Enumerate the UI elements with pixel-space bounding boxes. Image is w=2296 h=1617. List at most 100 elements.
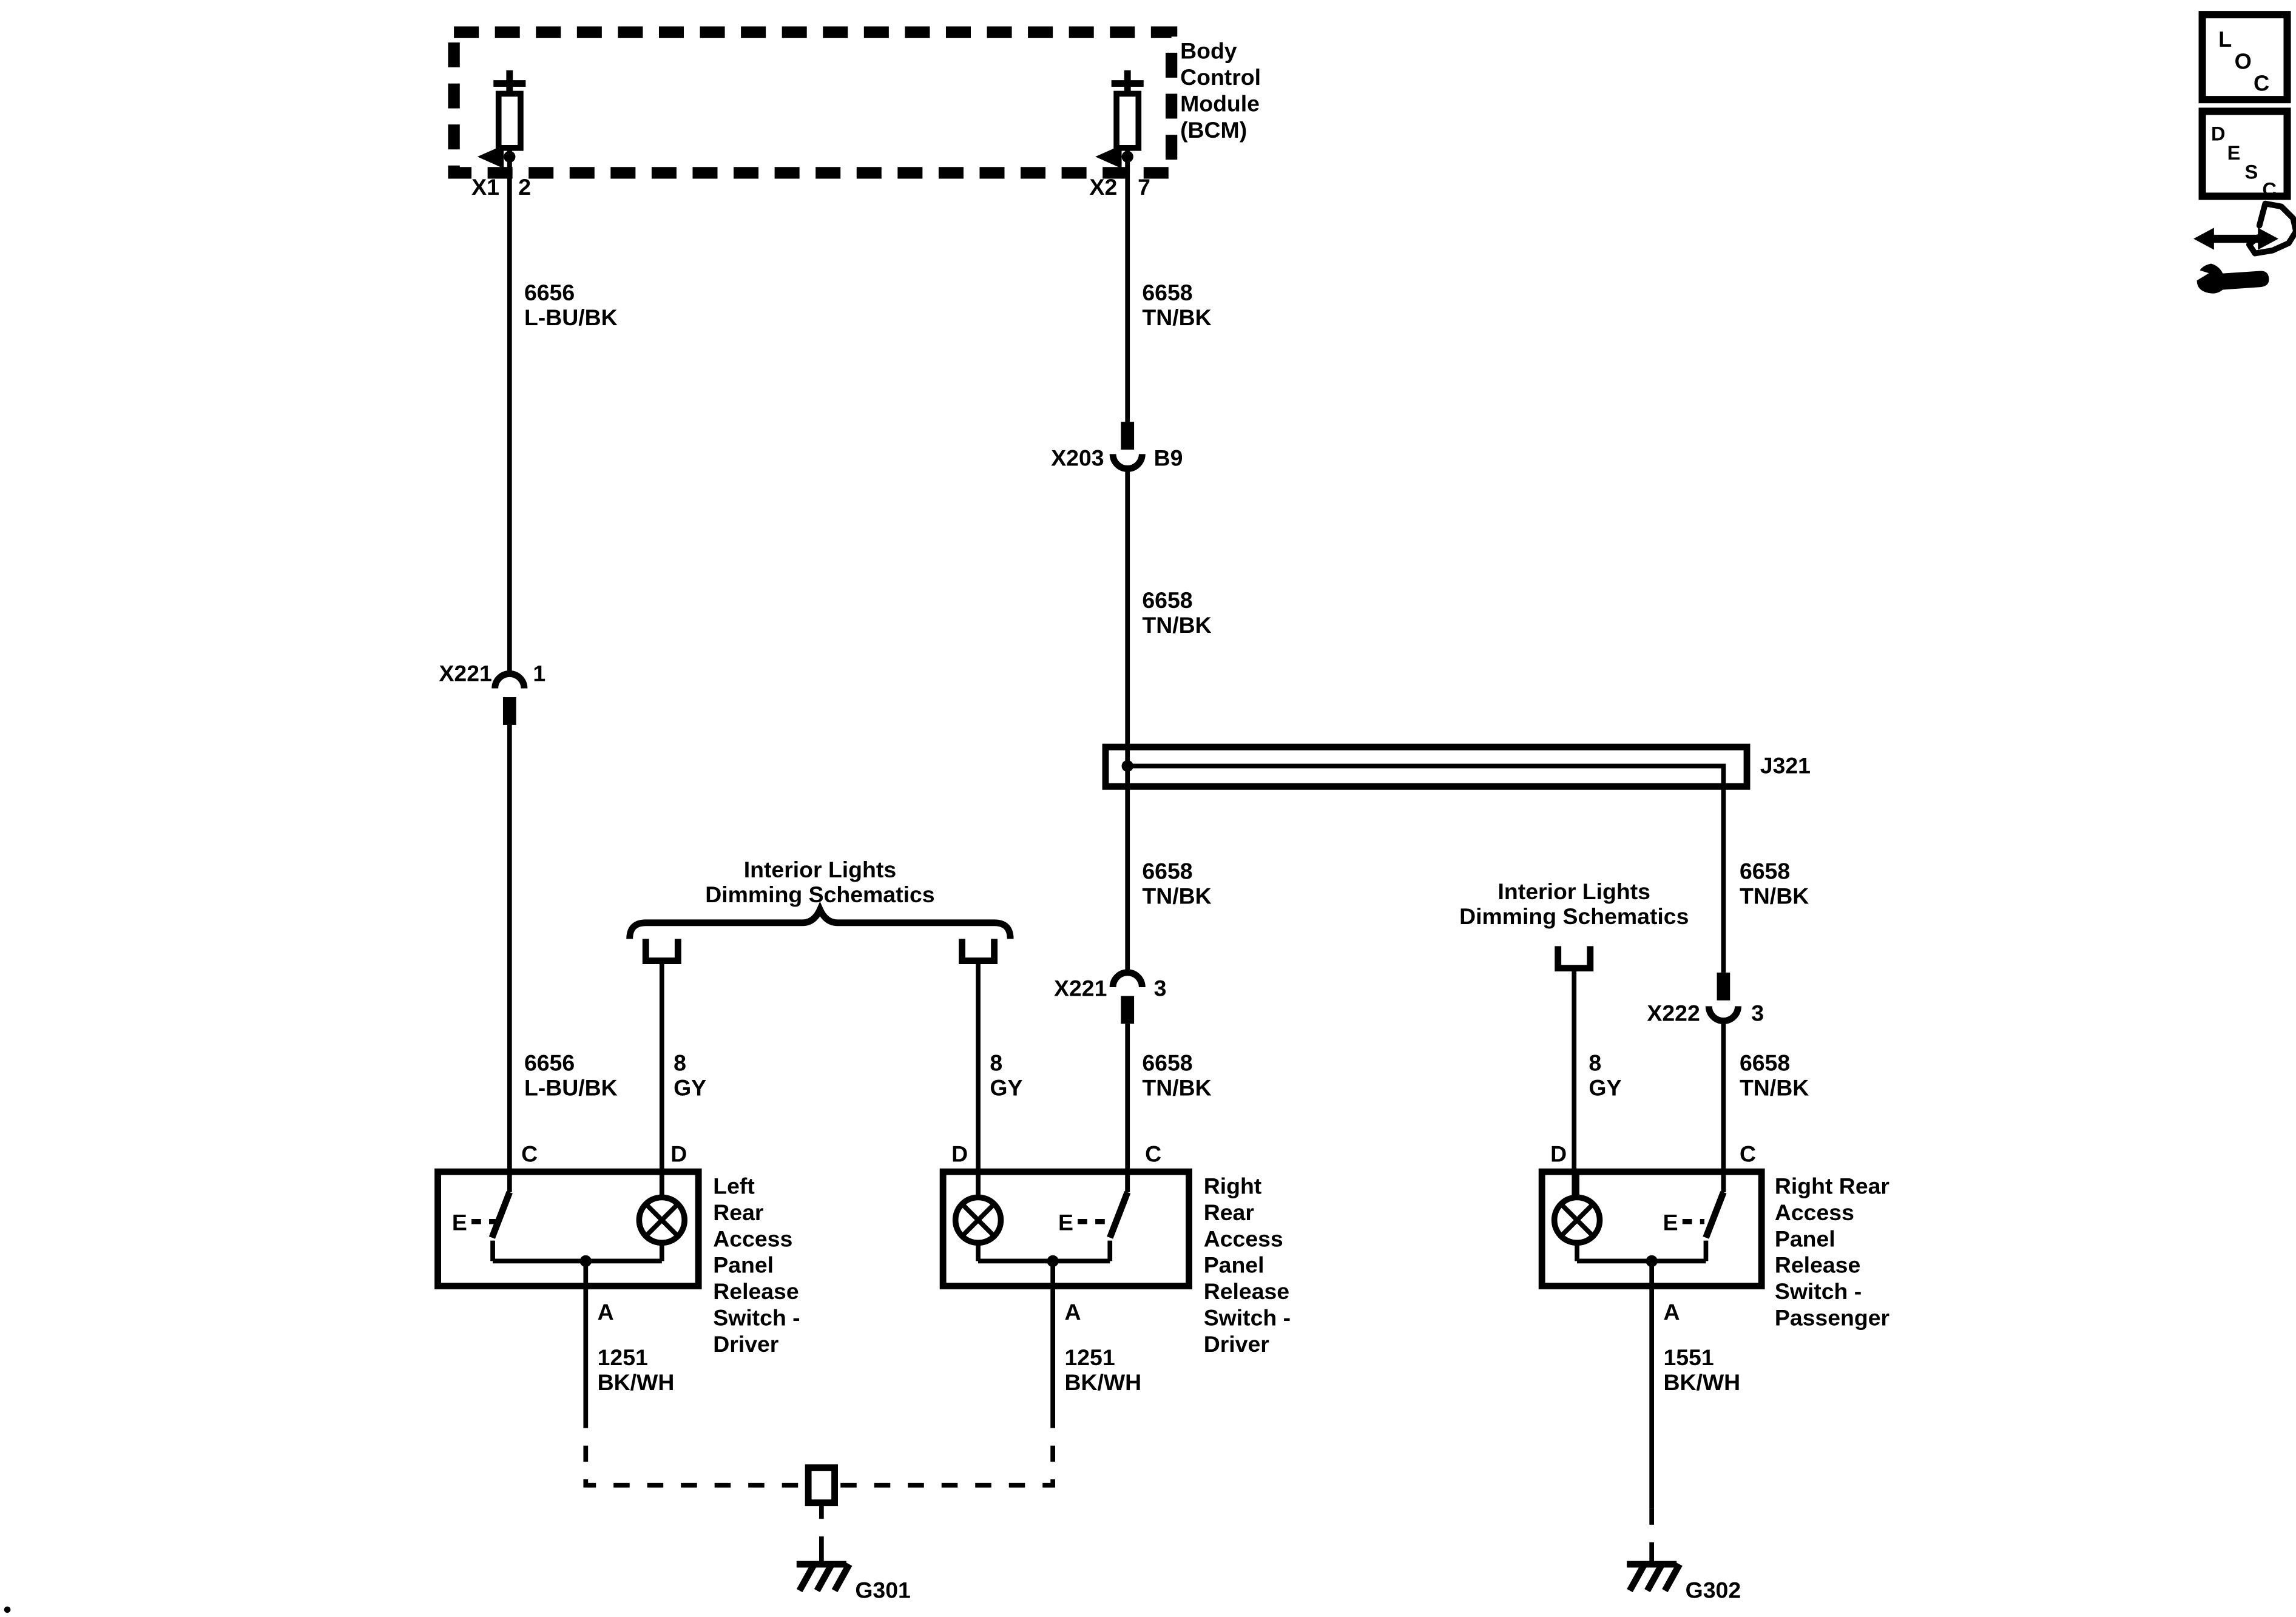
wire-label-6658-circuit-6: 6658 bbox=[1740, 1050, 1790, 1076]
ground-g301-label: G301 bbox=[855, 1578, 911, 1603]
connector-x221-cavity-1: 1 bbox=[533, 660, 545, 686]
ground-circuit-g302: A 1551 BK/WH G302 bbox=[1627, 1286, 1741, 1603]
inline-connector-x221-3: X221 3 bbox=[1054, 969, 1167, 1024]
wire-label-8-circuit-3: 8 bbox=[1589, 1050, 1601, 1076]
bcm-output-driver-left bbox=[477, 70, 526, 173]
indicator-lamp-icon bbox=[1551, 1172, 1603, 1261]
connector-x221-label-2: X221 bbox=[1054, 975, 1107, 1001]
svg-text:Access: Access bbox=[713, 1226, 792, 1251]
wire-label-6656-color-2: L-BU/BK bbox=[524, 1075, 618, 1101]
loc-letter-o: O bbox=[2235, 49, 2252, 73]
connector-x221-cavity-3: 3 bbox=[1154, 975, 1167, 1001]
manual-actuator-e: E bbox=[1663, 1210, 1678, 1235]
desc-letter-d: D bbox=[2211, 123, 2226, 145]
note-line1: Interior Lights bbox=[744, 857, 896, 882]
wire-label-6658-circuit-2: 6658 bbox=[1142, 587, 1192, 613]
dimming-schematics-note-right: Interior Lights Dimming Schematics bbox=[1459, 879, 1689, 972]
note-line1: Interior Lights bbox=[1498, 879, 1650, 904]
terminal-c-mid: C bbox=[1145, 1141, 1161, 1166]
svg-text:Access: Access bbox=[1775, 1200, 1854, 1225]
connector-x203-cavity: B9 bbox=[1154, 445, 1183, 471]
wire-label-8-color-3: GY bbox=[1589, 1075, 1621, 1101]
wire-label-6658-color-5: TN/BK bbox=[1142, 1075, 1211, 1101]
loc-letter-l: L bbox=[2218, 27, 2232, 52]
page-artifact-dot bbox=[4, 1606, 11, 1613]
svg-text:Access: Access bbox=[1204, 1226, 1283, 1251]
desc-button[interactable]: D E S C bbox=[2198, 107, 2291, 200]
wire-label-6658-color-3: TN/BK bbox=[1142, 883, 1211, 908]
ground-circuit-g301: A 1251 BK/WH A 1251 BK/WH G301 bbox=[583, 1286, 1141, 1603]
svg-text:Release: Release bbox=[713, 1278, 799, 1304]
dimming-schematics-note-left: Interior Lights Dimming Schematics bbox=[626, 857, 1014, 964]
connector-x222-label: X222 bbox=[1647, 1001, 1700, 1026]
bcm-label-line3: Module bbox=[1180, 90, 1260, 116]
terminal-c-left: C bbox=[521, 1141, 538, 1166]
wire-label-6658-circuit-1: 6658 bbox=[1142, 280, 1192, 305]
bcm-label-line1: Body bbox=[1180, 38, 1237, 64]
connector-x221-label: X221 bbox=[439, 660, 491, 686]
bcm-label-line2: Control bbox=[1180, 64, 1261, 90]
switch-left-driver-label: Left Rear Access Panel Release Switch - … bbox=[713, 1173, 800, 1357]
wire-label-1551-circuit: 1551 bbox=[1663, 1345, 1714, 1370]
bcm-connector-x2: X2 bbox=[1090, 174, 1118, 200]
desc-letter-s: S bbox=[2245, 161, 2258, 183]
wire-label-1251-color-2: BK/WH bbox=[1064, 1369, 1141, 1395]
circuit-6658-main-wire: 6658 TN/BK X203 B9 6658 TN/BK bbox=[1051, 147, 1212, 973]
switch-right-rear-passenger: E Right Rear Access Panel Release Switch… bbox=[1538, 1168, 1889, 1331]
ground-icon bbox=[1627, 1561, 1683, 1593]
switch-right-driver-label: Right Rear Access Panel Release Switch -… bbox=[1204, 1173, 1291, 1357]
harness-repair-icon[interactable] bbox=[2193, 200, 2296, 294]
wire-label-8-color-1: GY bbox=[674, 1075, 706, 1101]
bcm-pin-7: 7 bbox=[1138, 174, 1150, 200]
wire-label-1551-color: BK/WH bbox=[1663, 1369, 1740, 1395]
svg-text:Release: Release bbox=[1204, 1278, 1289, 1304]
wire-label-6656-circuit: 6656 bbox=[524, 280, 575, 305]
svg-text:Right: Right bbox=[1204, 1173, 1262, 1198]
indicator-lamp-icon bbox=[636, 1172, 688, 1261]
wrench-jaw-notch bbox=[2195, 268, 2209, 282]
switch-left-rear-driver: E Left Rear Access Panel Release Switch … bbox=[434, 1168, 800, 1357]
loc-button[interactable]: L O C bbox=[2198, 11, 2291, 104]
inline-connector-x222-3: X222 3 bbox=[1647, 972, 1764, 1026]
desc-letter-e: E bbox=[2227, 142, 2241, 164]
bcm-output-driver-right bbox=[1095, 70, 1144, 173]
bcm-pin-2: 2 bbox=[518, 174, 531, 200]
wire-label-8-circuit-2: 8 bbox=[990, 1050, 1002, 1076]
wire-label-6658-color-4: TN/BK bbox=[1740, 883, 1809, 908]
bcm-dashed-outline bbox=[448, 26, 1178, 179]
svg-text:Switch -: Switch - bbox=[1775, 1278, 1862, 1304]
terminal-a-right: A bbox=[1663, 1299, 1680, 1325]
connector-x203-label: X203 bbox=[1051, 445, 1104, 471]
wire-label-1251-circuit-2: 1251 bbox=[1064, 1345, 1115, 1370]
indicator-lamp-icon bbox=[952, 1172, 1004, 1261]
terminal-a-left: A bbox=[598, 1299, 614, 1325]
wire-label-6658-color-2: TN/BK bbox=[1142, 612, 1211, 638]
wire-label-8-color-2: GY bbox=[990, 1075, 1022, 1101]
splice-j321-label: J321 bbox=[1760, 753, 1811, 778]
terminal-d-right: D bbox=[1550, 1141, 1567, 1166]
splice-pack-j321: J321 bbox=[1102, 743, 1811, 973]
terminal-c-right: C bbox=[1740, 1141, 1756, 1166]
bcm-label-line4: (BCM) bbox=[1180, 117, 1247, 143]
wire-label-1251-color-1: BK/WH bbox=[598, 1369, 675, 1395]
wire-label-6658-circuit-5: 6658 bbox=[1142, 1050, 1192, 1076]
svg-text:Passenger: Passenger bbox=[1775, 1305, 1889, 1331]
svg-text:Driver: Driver bbox=[713, 1331, 778, 1357]
offpage-connector-icon bbox=[1555, 946, 1594, 972]
terminal-d-left: D bbox=[670, 1141, 687, 1166]
svg-text:Rear: Rear bbox=[1204, 1200, 1254, 1225]
offpage-connector-icon bbox=[959, 939, 998, 964]
switch-right-passenger-label: Right Rear Access Panel Release Switch -… bbox=[1775, 1173, 1889, 1330]
wire-label-8-circuit-1: 8 bbox=[674, 1050, 686, 1076]
svg-text:Switch -: Switch - bbox=[1204, 1305, 1291, 1331]
ground-icon bbox=[796, 1561, 853, 1593]
desc-letter-c: C bbox=[2262, 178, 2277, 200]
svg-text:Panel: Panel bbox=[713, 1252, 774, 1278]
svg-text:Release: Release bbox=[1775, 1252, 1860, 1278]
bcm-module: Body Control Module (BCM) X1 2 X2 7 bbox=[448, 26, 1261, 200]
inline-connector-x203-b9: X203 B9 bbox=[1051, 422, 1183, 472]
manual-actuator-e: E bbox=[452, 1210, 467, 1235]
loc-letter-c: C bbox=[2254, 71, 2269, 96]
brace bbox=[626, 901, 1014, 939]
